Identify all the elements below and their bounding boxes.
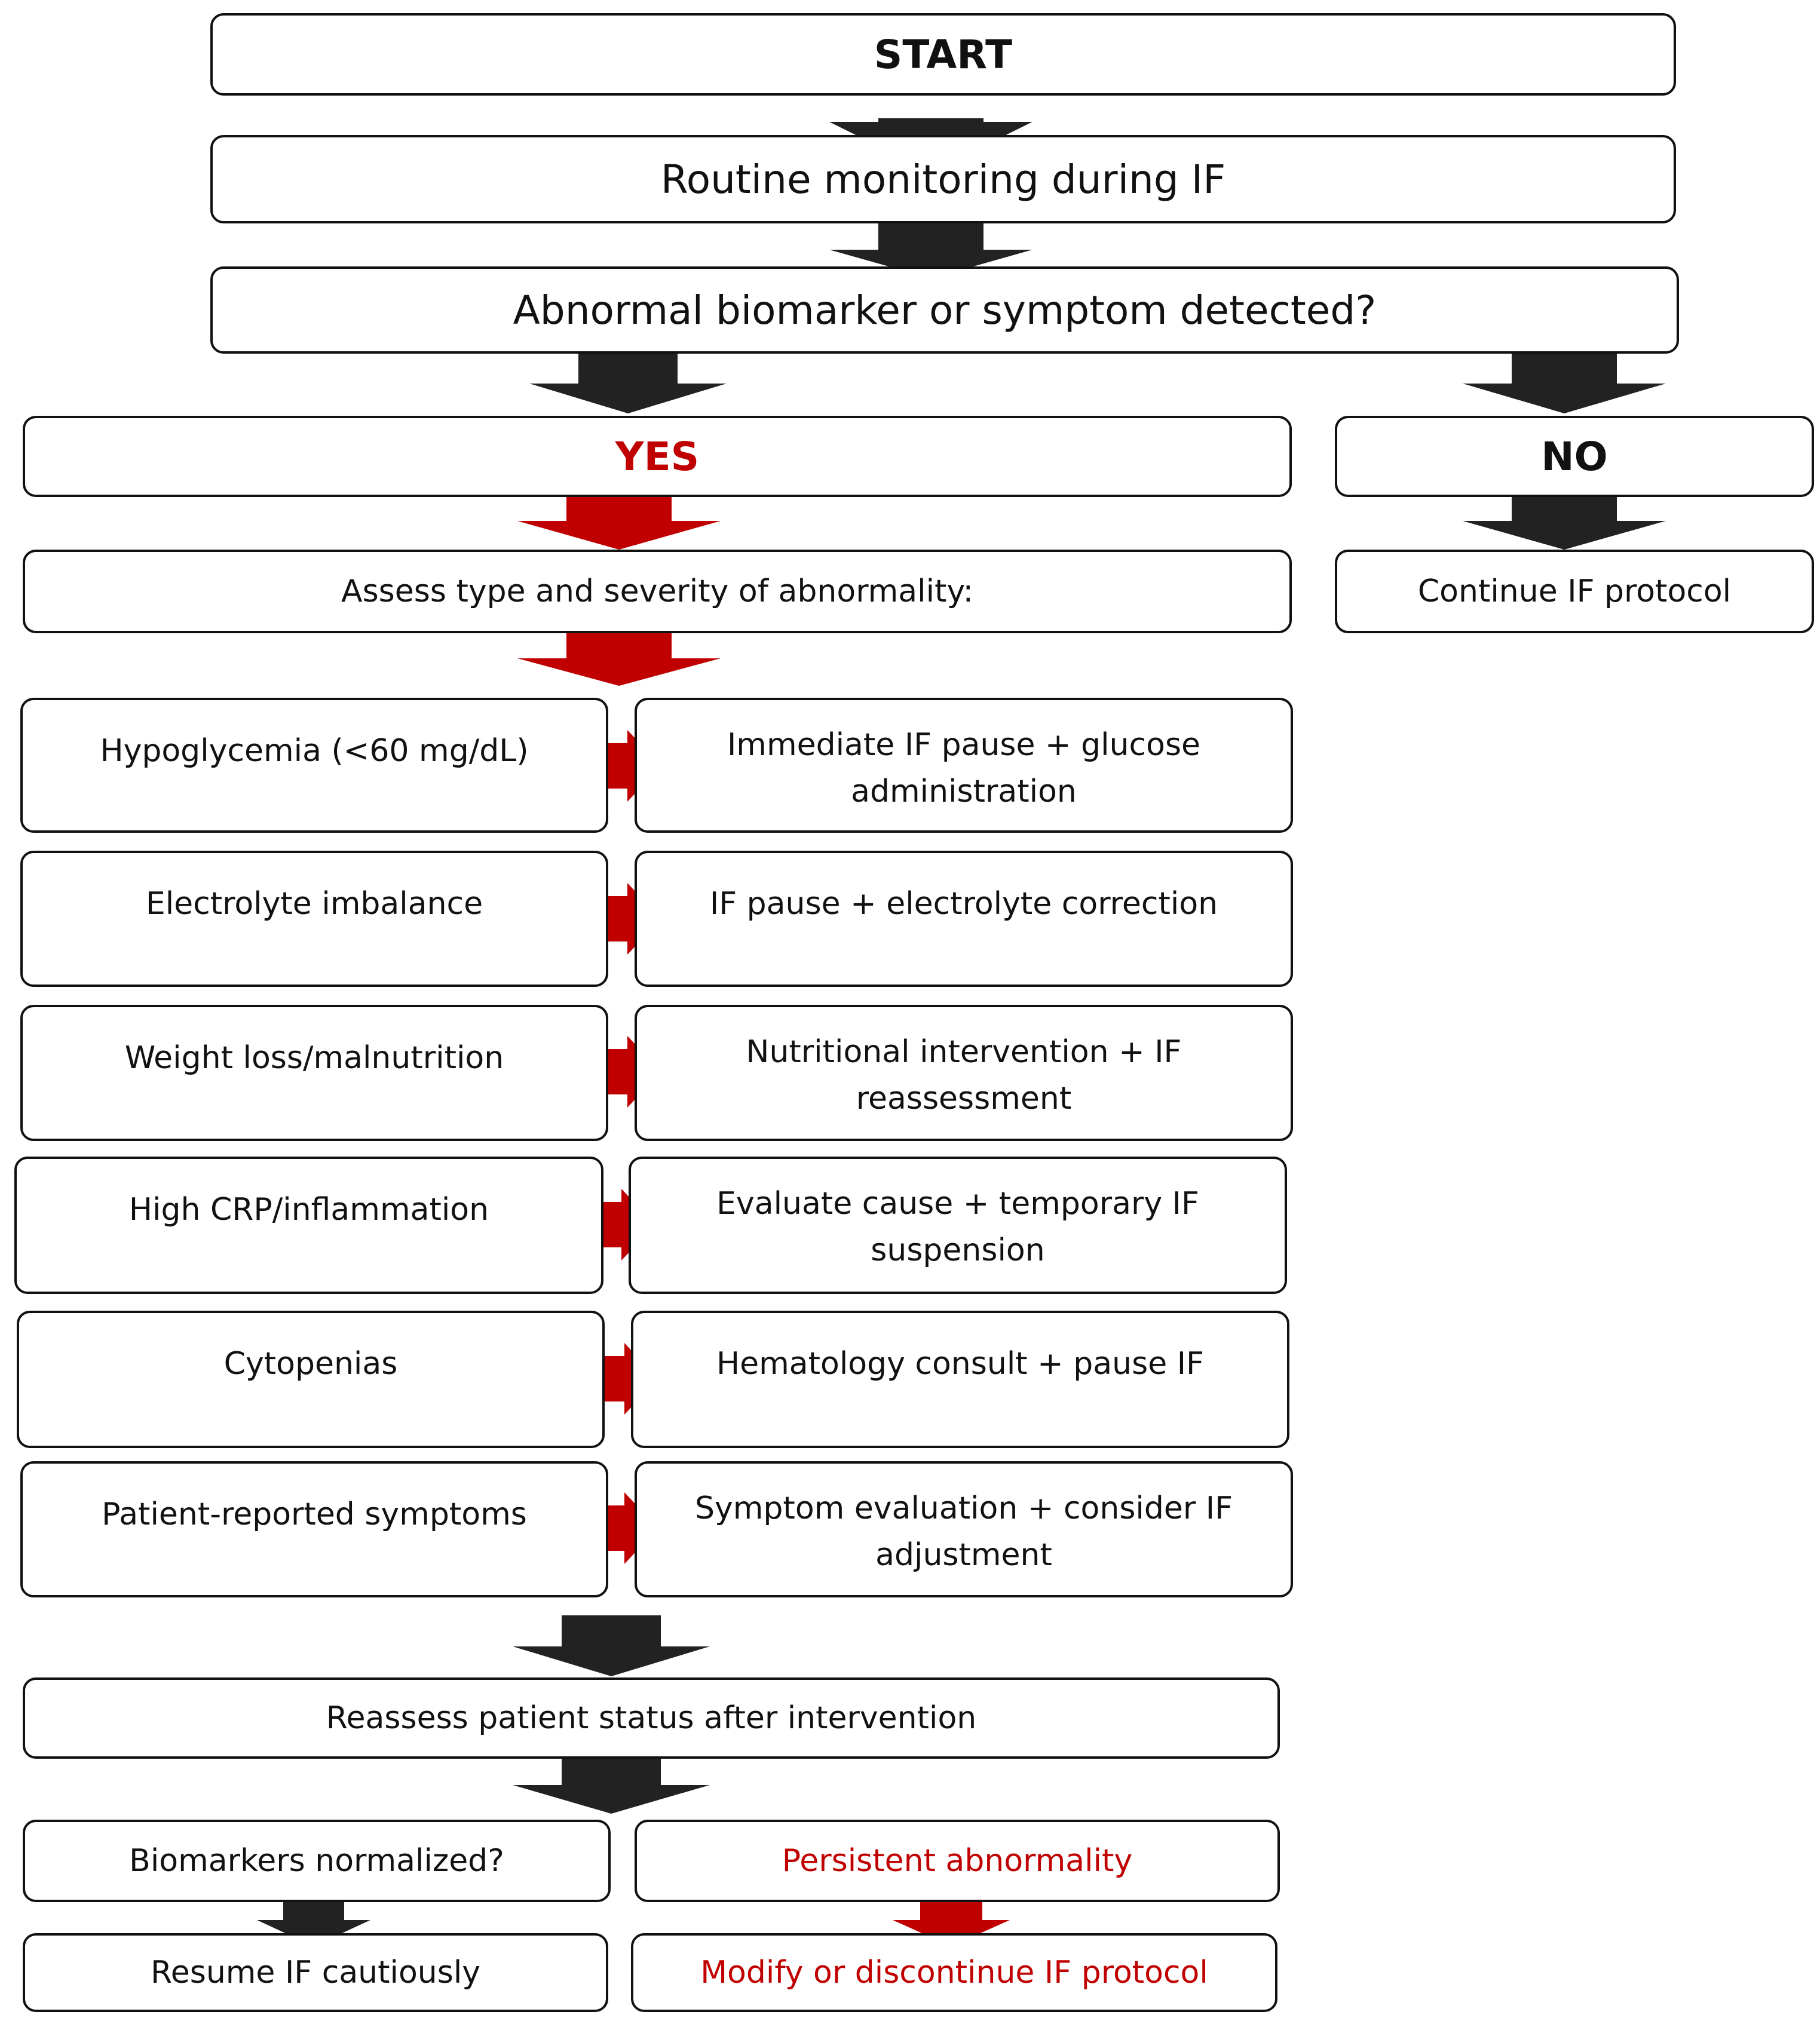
- continue-protocol-box: Continue IF protocol: [1335, 550, 1814, 633]
- start-box: START: [210, 13, 1676, 96]
- arrow-question-to-yes: [529, 354, 727, 413]
- action-label: IF pause + electrolyte correction: [709, 886, 1218, 922]
- action-box-symptoms: Symptom evaluation + consider IF adjustm…: [635, 1461, 1293, 1597]
- condition-label: Hypoglycemia (<60 mg/dL): [100, 733, 529, 769]
- start-label: START: [874, 31, 1013, 78]
- condition-box-high-crp: High CRP/inflammation: [14, 1157, 603, 1294]
- reassess-label: Reassess patient status after interventi…: [326, 1700, 977, 1736]
- condition-label: Cytopenias: [223, 1346, 398, 1382]
- action-label: Evaluate cause + temporary IF suspension: [716, 1186, 1199, 1268]
- arrow-yes-to-assess: [517, 493, 721, 550]
- normalized-box: Biomarkers normalized?: [23, 1820, 611, 1902]
- action-box-high-crp: Evaluate cause + temporary IF suspension: [629, 1157, 1287, 1294]
- action-label: Immediate IF pause + glucose administrat…: [727, 727, 1201, 809]
- action-label: Symptom evaluation + consider IF adjustm…: [694, 1491, 1233, 1573]
- modify-label: Modify or discontinue IF protocol: [700, 1955, 1208, 1991]
- condition-box-cytopenias: Cytopenias: [17, 1311, 605, 1448]
- resume-label: Resume IF cautiously: [150, 1955, 481, 1991]
- routine-monitoring-box: Routine monitoring during IF: [210, 135, 1676, 223]
- arrow-routine-to-question: [829, 223, 1032, 278]
- action-box-electrolyte: IF pause + electrolyte correction: [635, 851, 1293, 987]
- no-label: NO: [1541, 433, 1608, 480]
- condition-label: Patient-reported symptoms: [102, 1496, 527, 1532]
- action-box-weight-loss: Nutritional intervention + IF reassessme…: [635, 1005, 1293, 1141]
- continue-protocol-label: Continue IF protocol: [1417, 573, 1732, 609]
- modify-box: Modify or discontinue IF protocol: [631, 1933, 1277, 2012]
- arrow-conditions-to-reassess: [513, 1615, 710, 1676]
- arrow-reassess-to-outcomes: [513, 1755, 710, 1814]
- arrow-question-to-no: [1463, 354, 1666, 413]
- arrow-assess-to-conditions: [517, 628, 721, 686]
- decision-label: Abnormal biomarker or symptom detected?: [513, 287, 1377, 333]
- action-box-cytopenias: Hematology consult + pause IF: [631, 1311, 1289, 1448]
- condition-box-hypoglycemia: Hypoglycemia (<60 mg/dL): [20, 698, 608, 833]
- persistent-label: Persistent abnormality: [782, 1843, 1133, 1879]
- condition-label: Electrolyte imbalance: [145, 886, 483, 922]
- no-box: NO: [1335, 416, 1814, 497]
- assess-label: Assess type and severity of abnormality:: [341, 573, 973, 609]
- action-label: Hematology consult + pause IF: [716, 1346, 1204, 1382]
- decision-box: Abnormal biomarker or symptom detected?: [210, 266, 1679, 354]
- arrow-no-to-continue: [1463, 493, 1666, 550]
- persistent-box: Persistent abnormality: [635, 1820, 1280, 1902]
- assess-box: Assess type and severity of abnormality:: [23, 550, 1292, 633]
- action-label: Nutritional intervention + IF reassessme…: [746, 1034, 1182, 1117]
- action-box-hypoglycemia: Immediate IF pause + glucose administrat…: [635, 698, 1293, 833]
- condition-box-symptoms: Patient-reported symptoms: [20, 1461, 608, 1597]
- normalized-label: Biomarkers normalized?: [129, 1843, 504, 1879]
- reassess-box: Reassess patient status after interventi…: [23, 1677, 1280, 1759]
- condition-label: Weight loss/malnutrition: [124, 1040, 504, 1076]
- yes-box: YES: [23, 416, 1292, 497]
- condition-box-electrolyte: Electrolyte imbalance: [20, 851, 608, 987]
- yes-label: YES: [615, 433, 700, 480]
- routine-monitoring-label: Routine monitoring during IF: [660, 156, 1226, 203]
- resume-box: Resume IF cautiously: [23, 1933, 608, 2012]
- condition-box-weight-loss: Weight loss/malnutrition: [20, 1005, 608, 1141]
- condition-label: High CRP/inflammation: [128, 1192, 489, 1228]
